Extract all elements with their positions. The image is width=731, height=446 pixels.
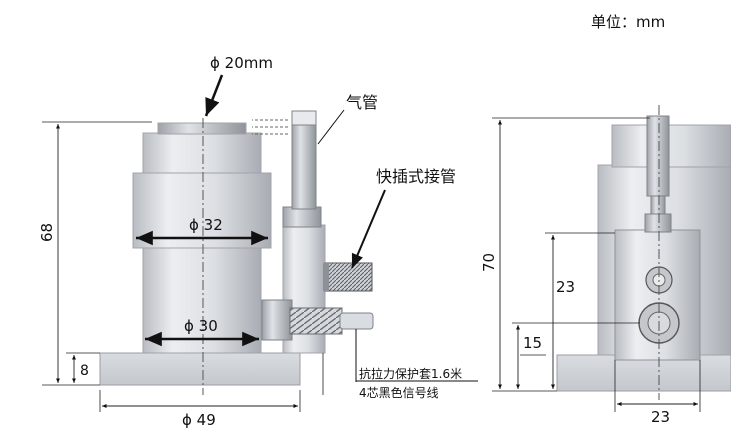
cable-note-line1: 抗拉力保护套1.6米 (359, 366, 462, 381)
right-view: 70 23 15 23 (480, 105, 731, 426)
left-view: ϕ 20mm 气管 快插式接管 ϕ 32 ϕ 30 68 8 ϕ 49 (38, 54, 478, 429)
upper-body (132, 172, 272, 249)
lower-body (142, 247, 262, 354)
base-width-label: ϕ 49 (182, 411, 216, 429)
unit-label: 单位：mm (591, 13, 666, 31)
cable-note-line2: 4芯黑色信号线 (359, 386, 439, 400)
base-height-label: 8 (80, 363, 89, 379)
top-cap (157, 122, 247, 135)
side-nut (282, 206, 322, 228)
cable-gland (261, 299, 293, 341)
air-pipe-label: 气管 (346, 93, 378, 112)
right-height-label: 70 (480, 253, 498, 272)
quick-connector (324, 262, 373, 292)
top-collar (142, 132, 262, 174)
upper-diameter-label: ϕ 32 (189, 216, 223, 234)
quick-connector-label: 快插式接管 (376, 167, 456, 186)
right-air-pipe (646, 115, 670, 197)
base-plate (99, 352, 301, 386)
air-pipe-tube (291, 110, 317, 210)
right-body-width-label: 23 (651, 408, 670, 426)
right-lower-port-height-label: 15 (523, 334, 542, 352)
top-diameter-label: ϕ 20mm (210, 54, 273, 72)
right-base (556, 354, 731, 392)
lower-diameter-label: ϕ 30 (184, 317, 218, 335)
height-label: 68 (38, 223, 56, 242)
right-port-height-label: 23 (556, 278, 575, 296)
cable-spring (289, 307, 343, 335)
cable (339, 312, 374, 330)
